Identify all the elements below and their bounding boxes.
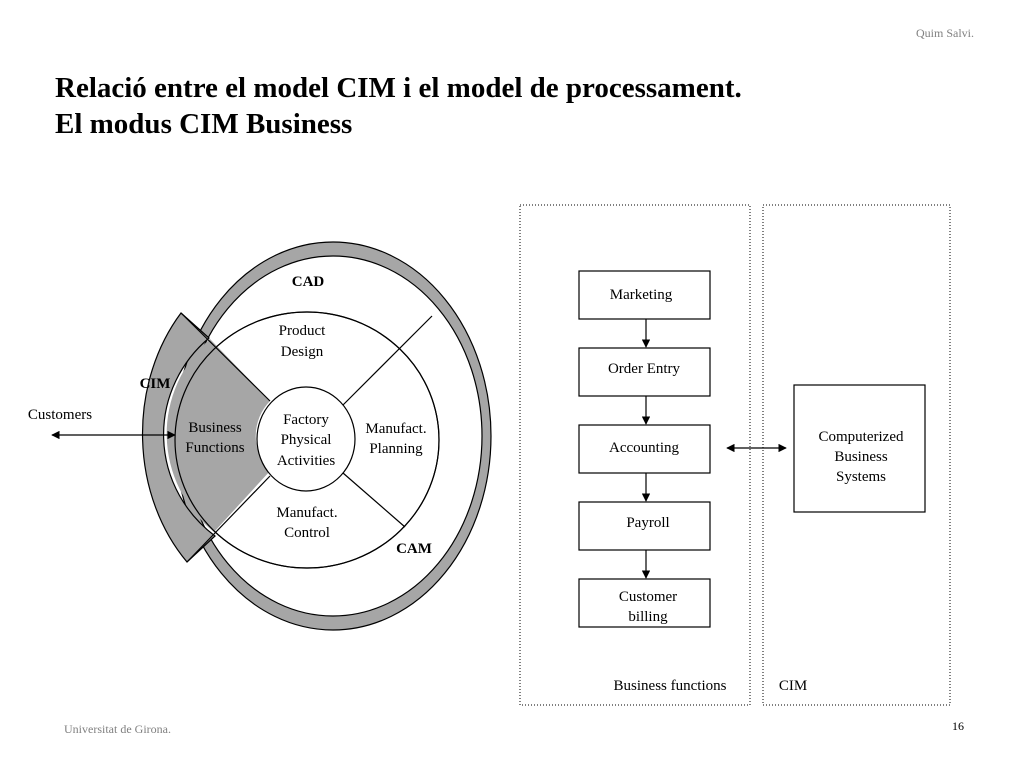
center-label-line-1: Factory xyxy=(283,412,329,428)
manufact-control-line-2: Control xyxy=(284,525,330,541)
cim-panel-label: CIM xyxy=(779,678,807,694)
computerized-systems-line-1: Computerized xyxy=(819,429,904,445)
inner-ring-outline xyxy=(174,311,440,569)
business-functions-line-2: Functions xyxy=(185,440,244,456)
marketing-box xyxy=(578,270,711,320)
institution-name: Universitat de Girona. xyxy=(64,722,171,736)
order-entry-label: Order Entry xyxy=(608,361,681,377)
computerized-systems-line-2: Business xyxy=(834,449,888,465)
divider-lower-left xyxy=(186,475,271,563)
customer-billing-line-2: billing xyxy=(628,609,668,625)
author-name: Quim Salvi. xyxy=(915,26,974,40)
accounting-label: Accounting xyxy=(609,440,679,456)
business-functions-panel: Marketing Order Entry Accounting Payroll… xyxy=(519,204,751,706)
manufact-planning-line-2: Planning xyxy=(369,441,423,457)
divider-upper-right xyxy=(342,315,433,406)
cim-label: CIM xyxy=(140,376,171,392)
title-line-1: Relació entre el model CIM i el model de… xyxy=(55,72,742,104)
factory-core xyxy=(256,386,356,492)
cam-label: CAM xyxy=(396,541,432,557)
customer-billing-box xyxy=(578,578,711,628)
manufact-planning-line-1: Manufact. xyxy=(365,421,426,437)
center-label-line-3: Activities xyxy=(277,453,335,469)
product-design-line-1: Product xyxy=(279,323,326,339)
computerized-systems-box xyxy=(793,384,926,513)
divider-lower-right xyxy=(342,472,406,528)
title-line-2: El modus CIM Business xyxy=(55,108,353,140)
business-functions-frame xyxy=(519,204,751,706)
slide-title: Relació entre el model CIM i el model de… xyxy=(55,70,742,142)
accounting-box xyxy=(578,424,711,474)
manufact-control-line-1: Manufact. xyxy=(276,505,337,521)
customers-label: Customers xyxy=(28,407,92,423)
customer-billing-line-1: Customer xyxy=(619,589,677,605)
divider-upper-left xyxy=(180,312,271,402)
business-functions-panel-label: Business functions xyxy=(614,678,727,694)
center-label-line-2: Physical xyxy=(281,432,332,448)
page-number: 16 xyxy=(952,719,964,733)
cim-shaded-sector xyxy=(141,312,216,563)
business-functions-line-1: Business xyxy=(188,420,242,436)
business-functions-sector xyxy=(166,339,270,532)
cim-panel: Computerized Business Systems CIM xyxy=(762,204,951,706)
cim-frame xyxy=(762,204,951,706)
payroll-box xyxy=(578,501,711,551)
payroll-label: Payroll xyxy=(626,515,669,531)
cad-label: CAD xyxy=(292,274,325,290)
computerized-systems-line-3: Systems xyxy=(836,469,886,485)
cim-wheel: CAD CIM CAM Factory Physical Activities … xyxy=(28,241,492,631)
order-entry-box xyxy=(578,347,711,397)
product-design-line-2: Design xyxy=(281,344,324,360)
marketing-label: Marketing xyxy=(610,287,673,303)
